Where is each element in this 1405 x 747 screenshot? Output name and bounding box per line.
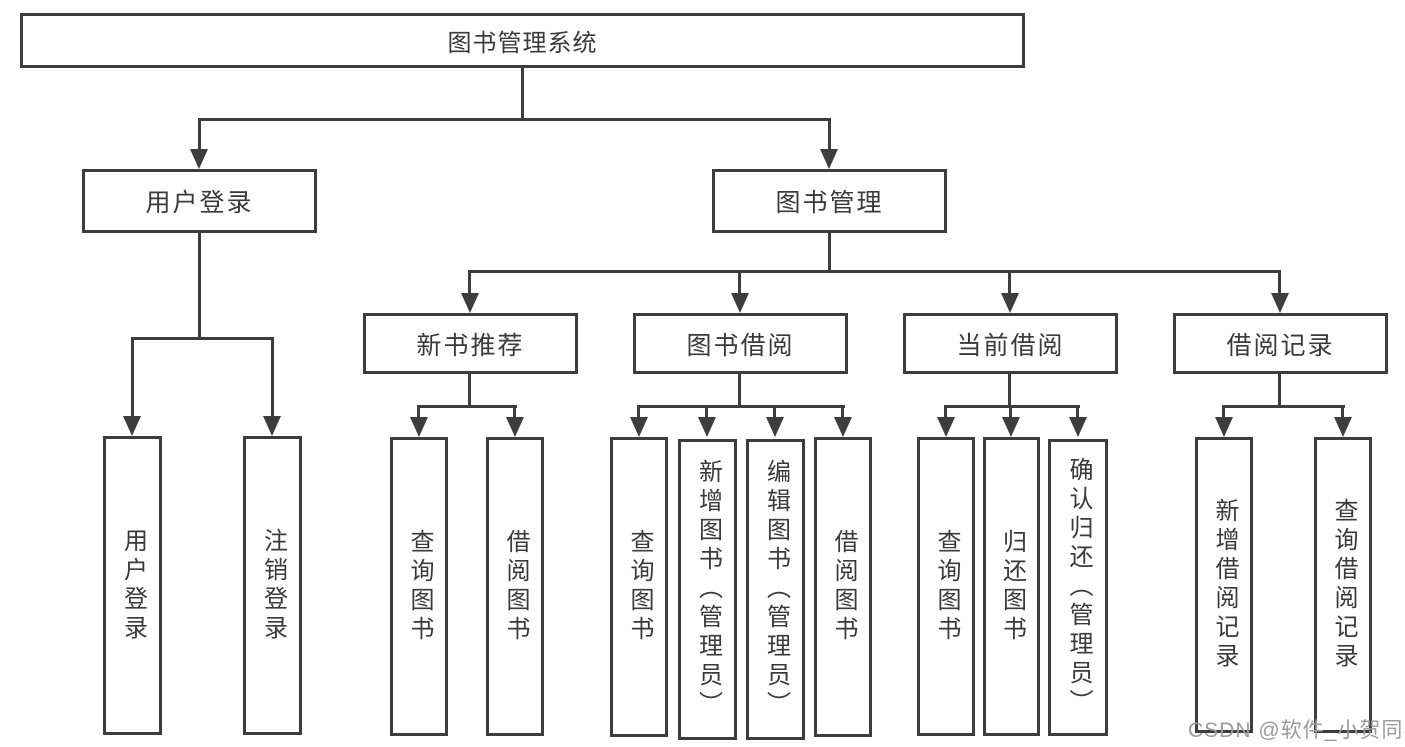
connector-new-book-stem xyxy=(468,373,471,407)
node-root-label: 图书管理系统 xyxy=(447,30,598,57)
connector-user-login-hline xyxy=(131,337,274,340)
node-new-book-recommend: 新书推荐 xyxy=(363,313,578,374)
connector-drop-add-book xyxy=(705,405,708,419)
leaf-return-book: 归还图书 xyxy=(983,437,1040,736)
leaf-add-borrow-record: 新增借阅记录 xyxy=(1195,437,1253,733)
leaf-add-book-admin: 新增图书（管理员） xyxy=(678,439,737,740)
leaf-query-book-2: 查询图书 xyxy=(610,437,668,737)
arrow-down-icon xyxy=(123,416,141,436)
connector-drop-leaf-user-login xyxy=(131,337,134,419)
arrow-down-icon xyxy=(698,417,716,437)
arrow-down-icon xyxy=(190,149,208,169)
leaf-query-book-3-label: 查询图书 xyxy=(933,528,960,645)
arrow-down-icon xyxy=(506,417,524,437)
leaf-edit-book-admin: 编辑图书（管理员） xyxy=(746,439,805,740)
leaf-query-book-2-label: 查询图书 xyxy=(626,529,653,645)
leaf-query-book-3: 查询图书 xyxy=(917,437,975,736)
arrow-down-icon xyxy=(1215,417,1233,437)
arrow-down-icon xyxy=(410,417,428,437)
connector-drop-book-mgmt xyxy=(828,118,831,151)
arrow-down-icon xyxy=(834,417,852,437)
leaf-add-borrow-record-label: 新增借阅记录 xyxy=(1211,498,1238,672)
connector-drop-query-book-3 xyxy=(944,405,947,419)
connector-current-borrow-stem xyxy=(1008,373,1011,407)
connector-book-borrow-stem xyxy=(738,373,741,407)
node-current-borrowing-label: 当前借阅 xyxy=(956,331,1065,360)
node-book-borrowing: 图书借阅 xyxy=(633,313,848,374)
leaf-query-borrow-record-label: 查询借阅记录 xyxy=(1330,498,1357,672)
arrow-down-icon xyxy=(1002,417,1020,437)
node-borrowing-records: 借阅记录 xyxy=(1173,313,1388,374)
connector-current-borrow-hline xyxy=(944,405,1080,408)
node-borrowing-records-label: 借阅记录 xyxy=(1226,331,1335,360)
node-user-login-label: 用户登录 xyxy=(145,189,254,217)
arrow-down-icon xyxy=(630,417,648,437)
arrow-down-icon xyxy=(1069,417,1087,437)
node-book-management-label: 图书管理 xyxy=(775,189,884,217)
arrow-down-icon xyxy=(1334,417,1352,437)
connector-drop-return-book xyxy=(1009,405,1012,419)
connector-level2-hline xyxy=(198,118,831,121)
connector-new-book-hline xyxy=(417,405,517,408)
connector-book-mgmt-stem xyxy=(828,232,831,273)
connector-drop-user-login xyxy=(198,118,201,151)
connector-root-stem xyxy=(521,66,524,120)
connector-user-login-stem xyxy=(198,232,201,339)
arrow-down-icon xyxy=(1271,293,1289,313)
leaf-borrow-book-1: 借阅图书 xyxy=(486,437,544,736)
arrow-down-icon xyxy=(766,417,784,437)
leaf-borrow-book-2-label: 借阅图书 xyxy=(830,529,857,645)
arrow-down-icon xyxy=(937,417,955,437)
arrow-down-icon xyxy=(461,293,479,313)
leaf-user-login: 用户登录 xyxy=(103,436,162,735)
leaf-logout: 注销登录 xyxy=(243,436,302,735)
node-current-borrowing: 当前借阅 xyxy=(903,313,1118,374)
arrow-down-icon xyxy=(1001,293,1019,313)
node-user-login: 用户登录 xyxy=(82,169,317,233)
connector-drop-leaf-logout xyxy=(271,337,274,419)
connector-drop-confirm-return xyxy=(1076,405,1079,419)
csdn-watermark: CSDN @软件_小贺同学 xyxy=(1188,719,1405,742)
leaf-user-login-label: 用户登录 xyxy=(119,527,147,644)
leaf-query-book-1-label: 查询图书 xyxy=(406,528,433,645)
connector-drop-borrow-book-1 xyxy=(513,405,516,419)
node-book-management: 图书管理 xyxy=(712,169,947,233)
connector-drop-new-book xyxy=(468,270,471,295)
leaf-confirm-return-admin-label: 确认归还（管理员） xyxy=(1065,457,1092,718)
connector-drop-edit-book xyxy=(773,405,776,419)
leaf-add-book-admin-label: 新增图书（管理员） xyxy=(694,459,722,720)
leaf-query-borrow-record: 查询借阅记录 xyxy=(1314,437,1372,733)
connector-drop-borrow-record xyxy=(1278,270,1281,295)
leaf-logout-label: 注销登录 xyxy=(259,527,287,644)
connector-drop-add-record xyxy=(1222,405,1225,419)
node-book-borrowing-label: 图书借阅 xyxy=(686,331,795,360)
leaf-return-book-label: 归还图书 xyxy=(998,528,1026,645)
connector-level3-hline xyxy=(468,270,1281,273)
connector-drop-query-record xyxy=(1341,405,1344,419)
connector-borrow-record-hline xyxy=(1222,405,1345,408)
node-new-book-recommend-label: 新书推荐 xyxy=(416,331,525,360)
connector-drop-borrow-book-2 xyxy=(841,405,844,419)
connector-book-borrow-hline xyxy=(637,405,845,408)
connector-borrow-record-stem xyxy=(1278,373,1281,407)
node-root: 图书管理系统 xyxy=(20,13,1025,68)
leaf-borrow-book-1-label: 借阅图书 xyxy=(502,528,529,645)
arrow-down-icon xyxy=(731,293,749,313)
leaf-query-book-1: 查询图书 xyxy=(390,437,448,736)
connector-drop-query-book-2 xyxy=(637,405,640,419)
connector-drop-book-borrow xyxy=(738,270,741,295)
connector-drop-current-borrow xyxy=(1008,270,1011,295)
leaf-borrow-book-2: 借阅图书 xyxy=(814,437,872,737)
arrow-down-icon xyxy=(820,149,838,169)
connector-drop-query-book-1 xyxy=(417,405,420,419)
leaf-edit-book-admin-label: 编辑图书（管理员） xyxy=(762,459,790,720)
arrow-down-icon xyxy=(263,416,281,436)
leaf-confirm-return-admin: 确认归还（管理员） xyxy=(1048,439,1108,736)
